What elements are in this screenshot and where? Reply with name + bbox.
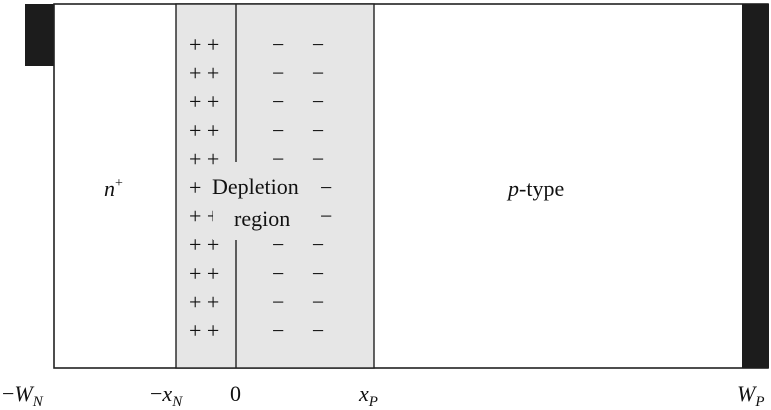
minus-WN-sub: N xyxy=(32,394,44,410)
device-body xyxy=(53,3,769,369)
left-metal-contact xyxy=(25,4,54,66)
xP-sub: P xyxy=(368,394,378,410)
type-label: -type xyxy=(519,176,564,201)
positive-charge-row: + + xyxy=(189,89,219,114)
positive-charge-row: + + xyxy=(189,61,219,86)
p-type-label: p-type xyxy=(506,176,564,201)
axis-label-minus-WN: −WN xyxy=(2,381,44,410)
negative-charge-row: − − xyxy=(272,89,324,114)
depletion-label-line1: Depletion xyxy=(212,174,299,199)
p-label: p xyxy=(506,176,519,201)
negative-charge-row: − − xyxy=(272,118,324,143)
minus-xN-sub: N xyxy=(171,394,183,410)
minus-WN-main: W xyxy=(14,381,34,406)
xP-main: x xyxy=(358,381,369,406)
negative-charge-row: − − xyxy=(272,318,324,343)
positive-charges: + ++ ++ ++ ++ +++ ++ ++ ++ ++ + xyxy=(189,32,219,343)
negative-charge-row: − xyxy=(320,204,332,229)
negative-charge-row: − xyxy=(320,175,332,200)
WP-main: W xyxy=(737,381,757,406)
depletion-label-backdrop xyxy=(213,172,321,240)
negative-charge-row: − − xyxy=(272,32,324,57)
minus-WN-sign: − xyxy=(2,381,14,406)
positive-charge-row: + + xyxy=(189,118,219,143)
minus-xN-sign: − xyxy=(150,381,162,406)
positive-charge-row: + xyxy=(189,175,201,200)
positive-charge-row: + + xyxy=(189,318,219,343)
positive-charge-row: + + xyxy=(189,261,219,286)
positive-charge-row: + + xyxy=(189,32,219,57)
negative-charge-row: − − xyxy=(272,146,324,171)
positive-charge-row: + + xyxy=(189,289,219,314)
negative-charge-row: − − xyxy=(272,61,324,86)
depletion-label-line2: region xyxy=(234,206,290,231)
n-label: n xyxy=(104,176,115,201)
minus-xN-main: x xyxy=(161,381,172,406)
negative-charge-row: − − xyxy=(272,289,324,314)
positive-charge-row: + + xyxy=(189,146,219,171)
axis-label-WP: WP xyxy=(737,381,765,410)
axis-label-zero: 0 xyxy=(230,381,241,406)
axis-label-minus-xN: −xN xyxy=(150,381,183,410)
axis-label-xP: xP xyxy=(358,381,378,410)
WP-sub: P xyxy=(754,394,764,410)
negative-charge-row: − − xyxy=(272,261,324,286)
n-plus-label: n+ xyxy=(104,176,123,201)
right-metal-contact xyxy=(742,4,769,368)
n-superscript: + xyxy=(115,176,123,191)
negative-charges: − −− −− −− −− −−−− −− −− −− − xyxy=(272,32,332,343)
